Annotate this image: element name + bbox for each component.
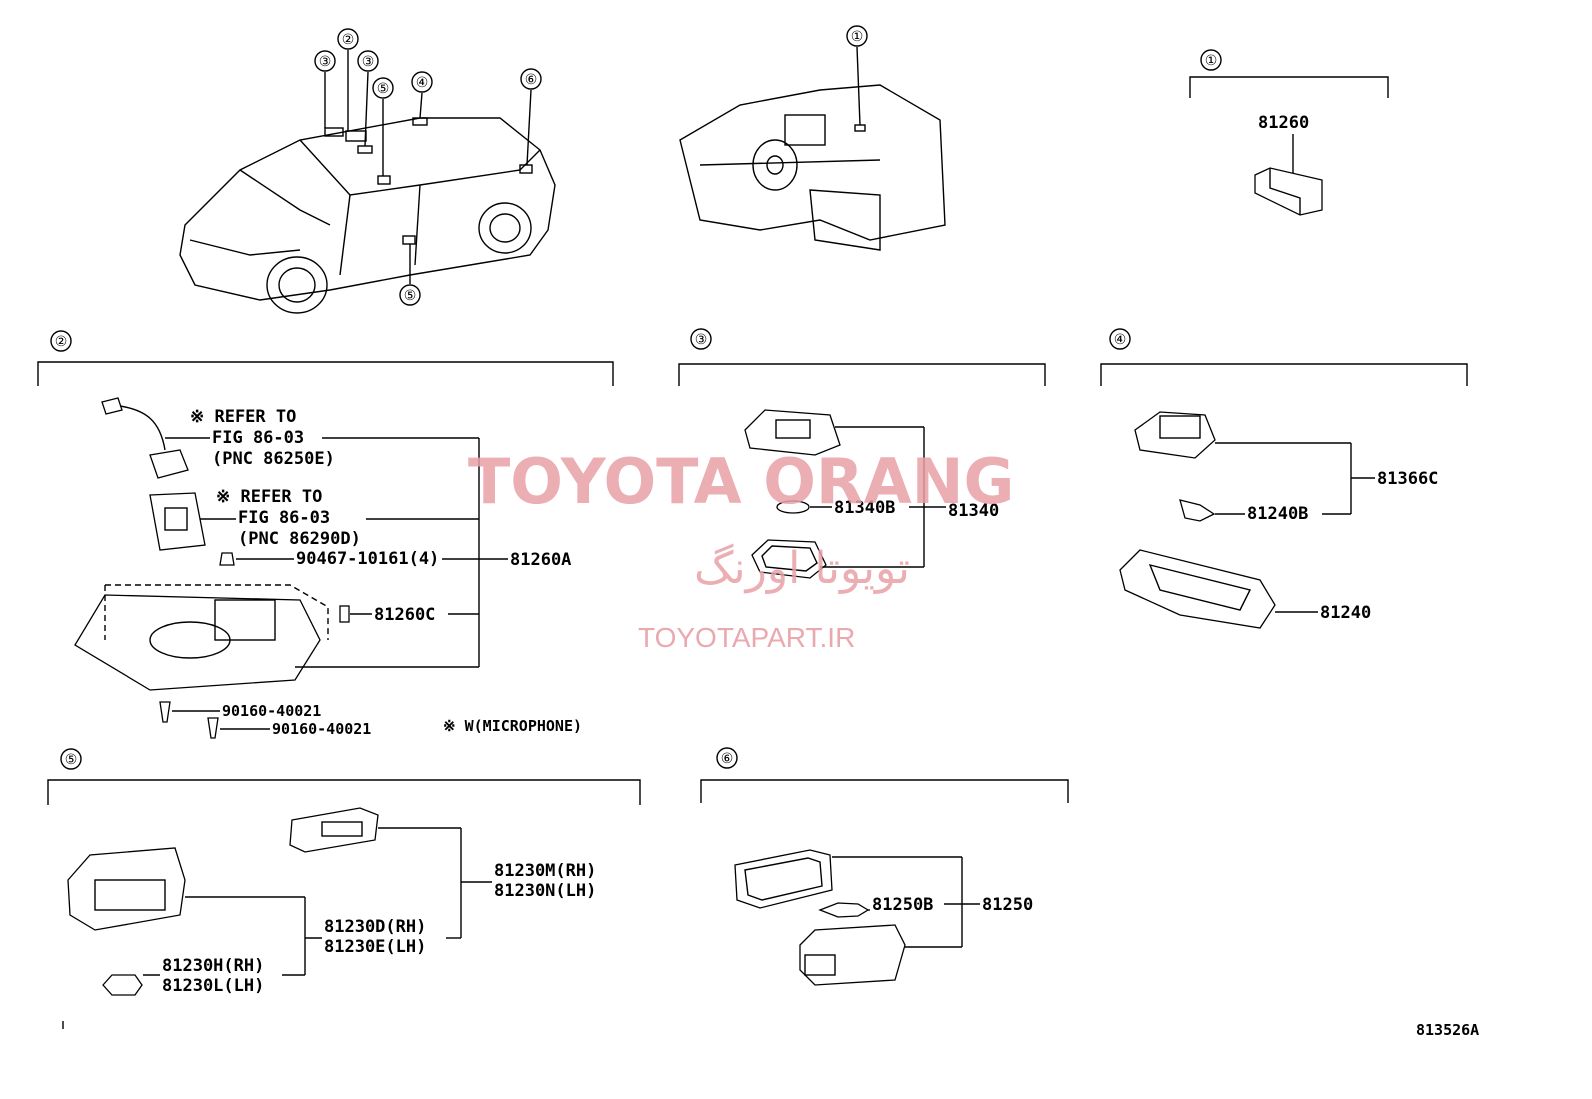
part-90467-10161: 90467-10161(4) [296, 549, 439, 569]
section-2: ② ※ REFER TO FIG 86-03 (PNC 86250E) ※ RE… [37, 330, 614, 739]
part-81230M: 81230M(RH) [494, 861, 596, 881]
map-lamp-housing-illustration [74, 594, 321, 691]
courtesy-lamp-housing-illustration [67, 847, 186, 931]
part-81260-illustration [1254, 167, 1323, 216]
part-81230H: 81230H(RH) [162, 956, 264, 976]
lamp-housing-illustration [751, 539, 827, 579]
car-overview-illustration [179, 50, 556, 314]
section-4: ④ 81366C 81240B 81240 [1100, 328, 1468, 629]
section-1-marker: ① [1205, 53, 1218, 69]
section-4-marker: ④ [1114, 332, 1127, 348]
watermark-site: TOYOTAPART.IR [638, 622, 855, 653]
section-1: ① 81260 [1189, 49, 1389, 216]
part-81240: 81240 [1320, 603, 1371, 623]
note-2-line1: ※ REFER TO [216, 487, 322, 507]
part-81260C: 81260C [374, 605, 435, 625]
part-81260: 81260 [1258, 113, 1309, 133]
part-81230E: 81230E(LH) [324, 937, 426, 957]
note-2-line3: (PNC 86290D) [238, 529, 361, 549]
section-6: ⑥ 81250B 81250 [700, 747, 1069, 986]
callout-5b: ⑤ [404, 288, 417, 304]
section-5-marker: ⑤ [65, 752, 78, 768]
watermark: TOYOTA ORANG تویوتا اورنگ TOYOTAPART.IR [468, 445, 1014, 653]
section-6-marker: ⑥ [721, 751, 734, 767]
note-1-line3: (PNC 86250E) [212, 449, 335, 469]
part-81250: 81250 [982, 895, 1033, 915]
callout-5: ⑤ [377, 81, 390, 97]
part-81340: 81340 [948, 501, 999, 521]
section-3: ③ 81340B 81340 [678, 328, 1046, 579]
part-81230D: 81230D(RH) [324, 917, 426, 937]
watermark-brand: TOYOTA ORANG [468, 445, 1014, 518]
housing-81240-illustration [1119, 549, 1276, 629]
callout-3: ③ [319, 54, 332, 70]
note-1-line2: FIG 86-03 [212, 428, 304, 448]
housing-81250-illustration [799, 924, 906, 986]
callout-6: ⑥ [525, 72, 538, 88]
lamp-lens-illustration [744, 409, 841, 456]
part-90160-40021-b: 90160-40021 [272, 720, 371, 738]
dashboard-overview-illustration: ① [679, 25, 946, 251]
note-2-line2: FIG 86-03 [238, 508, 330, 528]
callout-3b: ③ [362, 54, 375, 70]
callout-4: ④ [416, 75, 429, 91]
microphone-footnote: ※ W(MICROPHONE) [443, 717, 582, 735]
part-81260A: 81260A [510, 550, 571, 570]
lens-illustration [1134, 411, 1216, 459]
section-3-marker: ③ [695, 332, 708, 348]
note-1-line1: ※ REFER TO [190, 407, 296, 427]
section-2-marker: ② [55, 334, 68, 350]
callout-1-dash: ① [851, 29, 864, 45]
part-90160-40021-a: 90160-40021 [222, 702, 321, 720]
part-81366C: 81366C [1377, 469, 1438, 489]
section-5: ⑤ 81230M(RH) 81230N(LH) 81230D(RH) 81230… [47, 748, 641, 996]
callout-2: ② [342, 32, 355, 48]
part-81230N: 81230N(LH) [494, 881, 596, 901]
part-81340B: 81340B [834, 498, 895, 518]
lens-81250-illustration [734, 849, 833, 909]
watermark-persian: تویوتا اورنگ [694, 543, 910, 594]
diagram-id: 813526A [1416, 1021, 1479, 1039]
part-81250B: 81250B [872, 895, 933, 915]
part-81240B: 81240B [1247, 504, 1308, 524]
part-81230L: 81230L(LH) [162, 976, 264, 996]
car-overview-callouts: ③ ② ③ ⑤ ④ ⑥ ⑤ [314, 28, 542, 306]
upper-lens-illustration [289, 807, 379, 853]
